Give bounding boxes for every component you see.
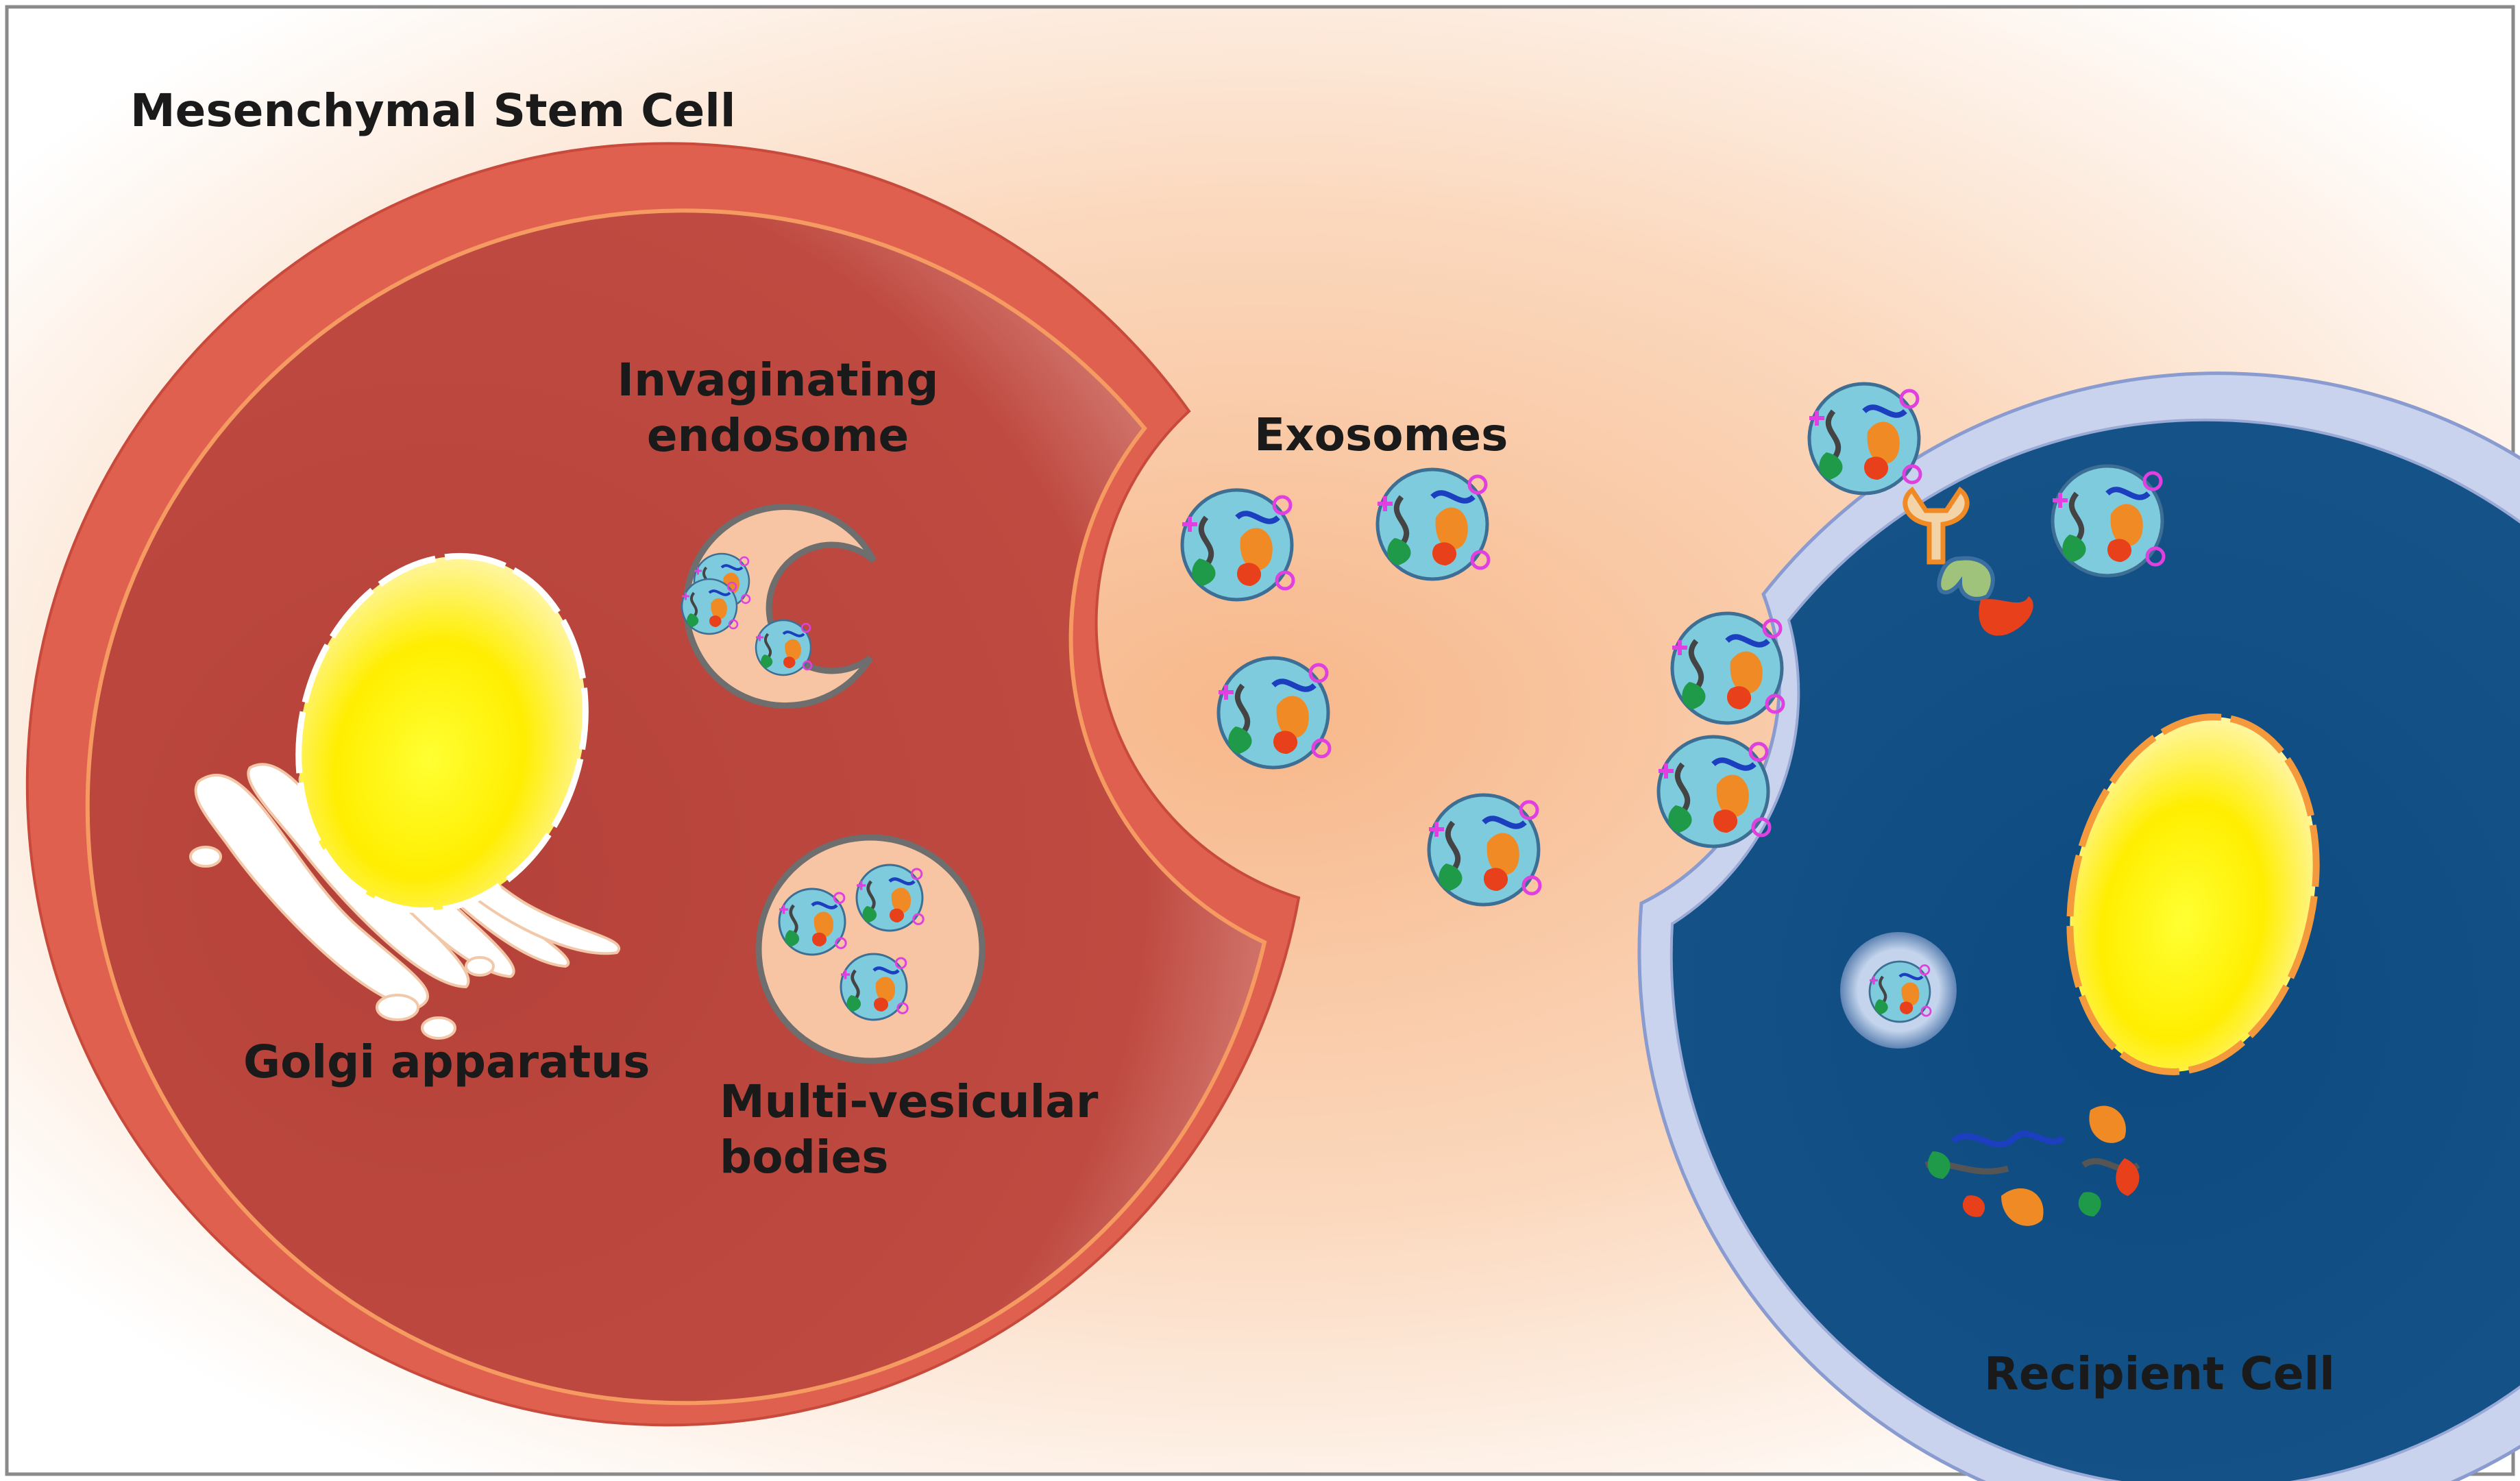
recipient-nucleus — [2066, 713, 2320, 1075]
label-recipient-cell: Recipient Cell — [1984, 1347, 2335, 1400]
free-exosome — [1427, 793, 1542, 907]
label-multi-vesicular-bodies-line2: bodies — [720, 1130, 889, 1184]
invaginating-endosome — [681, 504, 877, 709]
endosome-exosome — [755, 619, 813, 676]
mesenchymal-stem-cell — [25, 142, 1301, 1427]
free-exosome — [1375, 467, 1491, 581]
label-multi-vesicular-bodies: Multi-vesicular bodies — [720, 1075, 1098, 1185]
mvb-exosome — [855, 864, 925, 932]
multi-vesicular-body — [755, 834, 986, 1064]
docking-exosome — [1656, 735, 1772, 848]
mvb-exosome — [840, 953, 909, 1021]
docking-exosome — [1807, 382, 1922, 495]
free-exosome — [1180, 488, 1295, 602]
released-cargo — [1924, 1105, 2140, 1226]
endosome-exosome — [681, 578, 739, 635]
label-golgi-apparatus: Golgi apparatus — [243, 1036, 650, 1088]
stem-cell-nucleus — [295, 552, 589, 914]
stem-cell-cytoplasm — [85, 208, 1267, 1406]
internalized-vesicle — [1840, 932, 1957, 1049]
receptor-binding — [1903, 486, 2033, 636]
docking-exosome — [1670, 611, 1785, 725]
free-exosome — [1216, 656, 1332, 770]
label-exosomes: Exosomes — [1254, 408, 1508, 461]
label-invaginating-endosome-line1: Invaginating — [617, 354, 939, 406]
label-multi-vesicular-bodies-line1: Multi-vesicular — [720, 1075, 1099, 1128]
mvb-exosome — [778, 888, 847, 956]
title-mesenchymal-stem-cell: Mesenchymal Stem Cell — [130, 84, 736, 137]
label-invaginating-endosome: Invaginating endosome — [617, 353, 939, 463]
docking-exosome — [2051, 464, 2166, 578]
label-invaginating-endosome-line2: endosome — [646, 408, 909, 462]
